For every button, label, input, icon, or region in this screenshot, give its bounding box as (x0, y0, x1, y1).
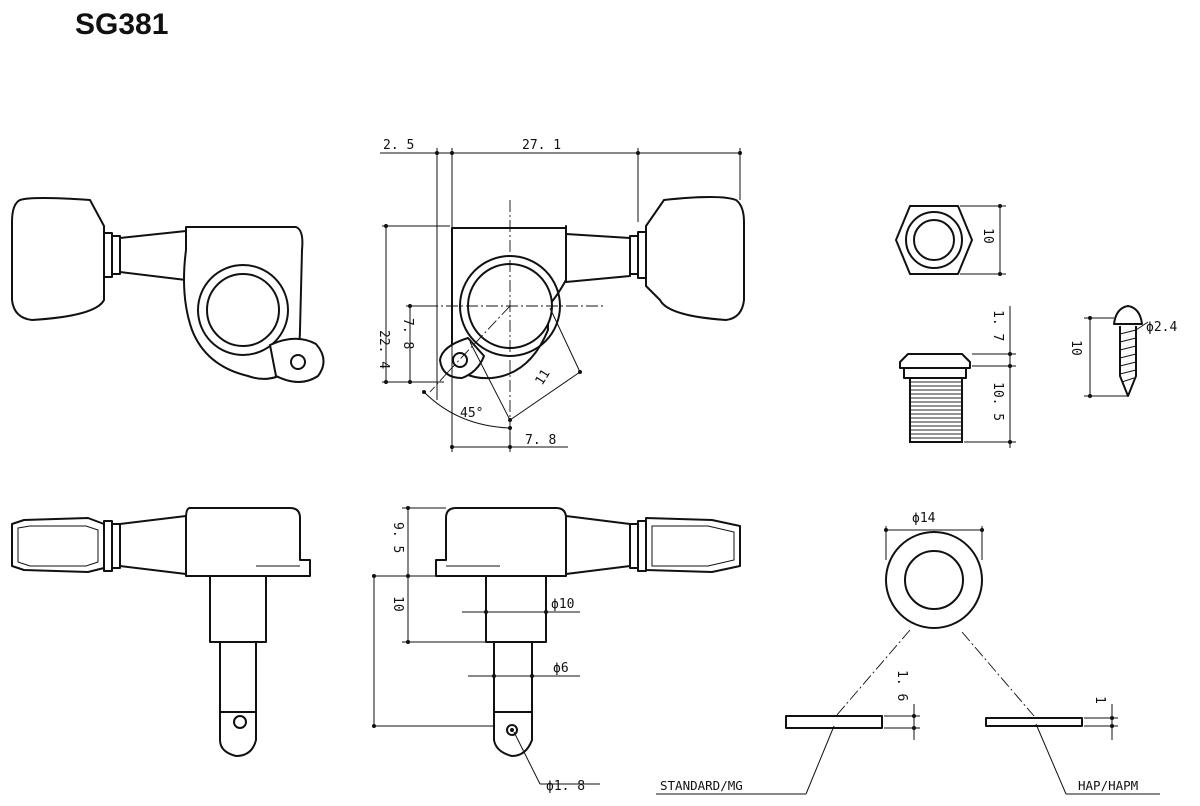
label-standard-mg: STANDARD/MG (660, 778, 743, 793)
dim-27-1: 27. 1 (522, 138, 561, 153)
dim-nut-10: 10 (980, 228, 995, 244)
dim-screw-10: 10 (1068, 340, 1083, 356)
dim-1-7: 1. 7 (990, 310, 1005, 341)
dim-phi-10: ϕ10 (551, 597, 574, 612)
dim-1: 1 (1092, 696, 1107, 704)
dim-7-8-horizontal: 7. 8 (525, 433, 556, 448)
dim-2-5: 2. 5 (383, 138, 414, 153)
dim-post-10: 10 (390, 596, 405, 612)
dim-phi-1-8: ϕ1. 8 (546, 779, 585, 794)
dim-9-5: 9. 5 (390, 522, 405, 553)
bushing-side-view: 1. 7 10. 5 (899, 306, 1016, 448)
tuner-side-view-dimensioned: 9. 5 10 ϕ10 ϕ6 ϕ1. 8 (372, 506, 741, 794)
dim-1-6: 1. 6 (894, 670, 909, 701)
washer-view: ϕ14 (835, 511, 1035, 717)
dim-11: 11 (533, 367, 554, 388)
model-title: SG381 (75, 8, 168, 41)
tuner-front-view (11, 197, 325, 383)
tuner-button (11, 197, 105, 321)
washer-section-standard: 1. 6 STANDARD/MG (656, 670, 920, 795)
dim-phi-6: ϕ6 (553, 661, 569, 676)
dim-phi-2-4: ϕ2.4 (1146, 320, 1177, 335)
dim-7-8-vertical: 7. 8 (400, 318, 415, 349)
hex-nut-view: 10 (895, 204, 1006, 276)
dim-10-5: 10. 5 (990, 382, 1005, 421)
dim-45-degrees: 45° (460, 406, 483, 421)
dim-22-4: 22. 4 (376, 330, 391, 369)
tuner-side-view (11, 507, 311, 757)
dim-phi-14: ϕ14 (912, 511, 936, 526)
washer-section-hap: 1 HAP/HAPM (985, 696, 1160, 795)
screw-view: 10 ϕ2.4 (1068, 305, 1177, 398)
label-hap-hapm: HAP/HAPM (1078, 778, 1138, 793)
tuner-button-dimensioned (645, 196, 745, 321)
tuner-front-view-dimensioned: 2. 5 27. 1 22. 4 7. 8 11 45° 7. 8 (376, 138, 745, 452)
